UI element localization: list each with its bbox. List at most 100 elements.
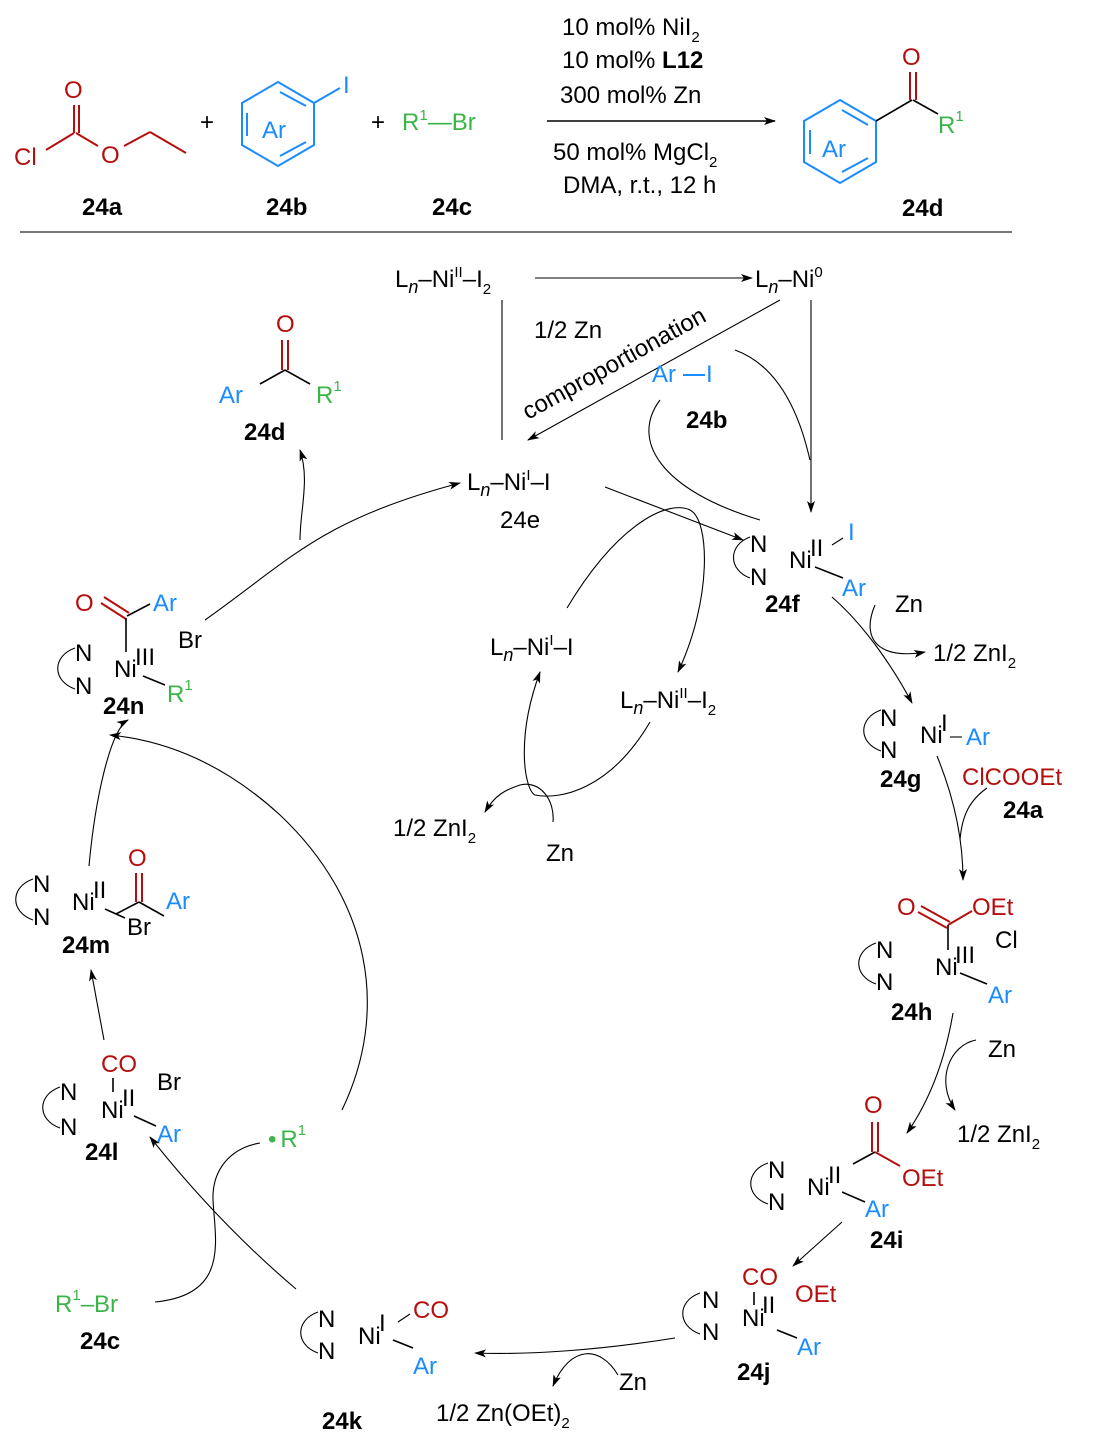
ligand-arc: [42, 1086, 61, 1129]
inner-cycle-arrow: [523, 671, 651, 797]
alkyl-radical: •R1: [268, 1122, 306, 1153]
chem-text: 1: [184, 677, 192, 694]
chem-text: 2: [483, 281, 491, 298]
chem-text: Ni: [807, 1174, 830, 1201]
bond: [874, 1151, 901, 1167]
bond: [397, 1313, 411, 1323]
24l-to-24m-arrow: [89, 969, 105, 1041]
chem-text: II: [679, 685, 687, 702]
bond: [776, 1329, 798, 1339]
compound-label-24m: 24m: [62, 932, 110, 959]
chem-text: 2: [1008, 655, 1016, 672]
chem-text: O: [897, 894, 916, 921]
intermediate-24h: O OEt N N Ni III Cl Ar 24h: [858, 894, 1018, 1026]
iodine-atom: I: [343, 72, 350, 99]
inner-cycle-arrow: [566, 507, 705, 673]
compound-label-24a: 24a: [82, 194, 123, 221]
chem-text: 1: [333, 378, 341, 395]
chem-text: 1/2 ZnI: [933, 640, 1008, 667]
bond: [126, 603, 151, 617]
intermediate-24l: CO N N Ni II Br Ar 24l: [42, 1051, 181, 1166]
intermediate-24n: O Ar N N Ni III Br R1 24n: [57, 590, 202, 720]
chem-text: Br: [157, 1069, 181, 1096]
plus-sign: +: [200, 109, 214, 136]
compound-label-24g: 24g: [880, 766, 921, 793]
chem-text: –I: [554, 634, 574, 661]
reagent-24b: I Ar 24b: [241, 72, 350, 221]
aryl-label: Ar: [822, 136, 846, 163]
chem-text: N: [768, 1189, 785, 1216]
chem-text: –I: [463, 266, 483, 293]
chem-text: –Ni: [513, 634, 549, 661]
24h-to-24i-arrow: [906, 1012, 954, 1134]
zn-reduction-arrow: [945, 1039, 977, 1111]
zinc-label: Zn: [619, 1369, 647, 1396]
chem-text: R1–Br: [55, 1287, 118, 1318]
chem-text: R: [280, 1126, 297, 1153]
chem-text: 1/2 Zn(OEt): [436, 1400, 561, 1427]
chem-text: N: [768, 1157, 785, 1184]
ni-ii-i2-precatalyst: Ln–NiII–I2: [395, 264, 491, 298]
product-release-arrow: [299, 449, 308, 541]
chem-text: n: [768, 277, 778, 297]
compound-label-24f: 24f: [765, 591, 801, 618]
oxygen-atom: O: [902, 44, 921, 71]
chem-text: N: [880, 705, 897, 732]
compound-label-24c: 24c: [80, 1328, 120, 1355]
bond: [279, 141, 307, 157]
chem-text: 50 mol% MgCl: [553, 139, 709, 166]
chem-text: N: [880, 737, 897, 764]
regeneration-arrow: [204, 481, 461, 621]
chem-text: Ln–Ni0: [755, 264, 823, 297]
chem-text: I: [706, 361, 713, 388]
chem-text: Ar: [157, 1121, 181, 1148]
chem-text: L: [490, 634, 503, 661]
chem-text: N: [876, 937, 893, 964]
chem-text: N: [750, 564, 767, 591]
24k-to-24l-arrow: [149, 1136, 297, 1290]
chlorine-atom: Cl: [14, 144, 37, 171]
intermediate-24f: N N II Ni II I Ar 24f: [733, 519, 866, 618]
bond: [831, 537, 844, 546]
compound-label-24d: 24d: [244, 419, 285, 446]
inner-ni-i: Ln–NiI–I: [490, 632, 574, 665]
chem-text: n: [480, 480, 490, 500]
compound-label-24e: 24e: [500, 507, 540, 534]
chem-text: Ar: [966, 724, 990, 751]
comproportionation-arrow: [527, 299, 781, 441]
chem-text: 1: [72, 1287, 80, 1304]
chem-text: 1/2 ZnI2: [933, 640, 1016, 672]
chem-text: R: [55, 1291, 72, 1318]
chem-text: 1/2 Zn(OEt)2: [436, 1400, 570, 1432]
chem-text: Ar: [988, 982, 1012, 1009]
chem-text: –Ni: [418, 266, 454, 293]
bond: [104, 908, 126, 919]
chem-text: 10 mol% NiI2: [562, 14, 700, 46]
bond: [841, 109, 869, 126]
chem-text: Ni: [742, 1305, 765, 1332]
chem-text: R: [167, 681, 184, 708]
bond: [45, 132, 75, 151]
chem-text: O: [75, 590, 94, 617]
bond: [917, 911, 948, 929]
chem-text: 2: [561, 1415, 569, 1432]
chem-text: –I: [531, 469, 551, 496]
reaction-conditions: 10 mol% NiI2 10 mol% L12 300 mol% Zn 50 …: [547, 14, 776, 199]
chem-text: II: [122, 1085, 135, 1112]
chem-text: N: [75, 673, 92, 700]
chem-text: Ar: [413, 1353, 437, 1380]
chem-text: 1/2 ZnI2: [957, 1121, 1040, 1153]
chem-text: 2: [709, 154, 717, 171]
chem-text: N: [33, 871, 50, 898]
chem-text: R: [316, 382, 333, 409]
ligand-arc: [300, 1311, 319, 1354]
reagent-curve: [734, 349, 811, 461]
product-24d-release: O Ar R1 24d: [219, 311, 342, 446]
chem-text: L12: [662, 47, 703, 74]
ligand-arc: [57, 647, 76, 690]
chem-text: L: [395, 266, 408, 293]
ligand-arc: [733, 536, 751, 579]
chem-text: L: [620, 687, 633, 714]
